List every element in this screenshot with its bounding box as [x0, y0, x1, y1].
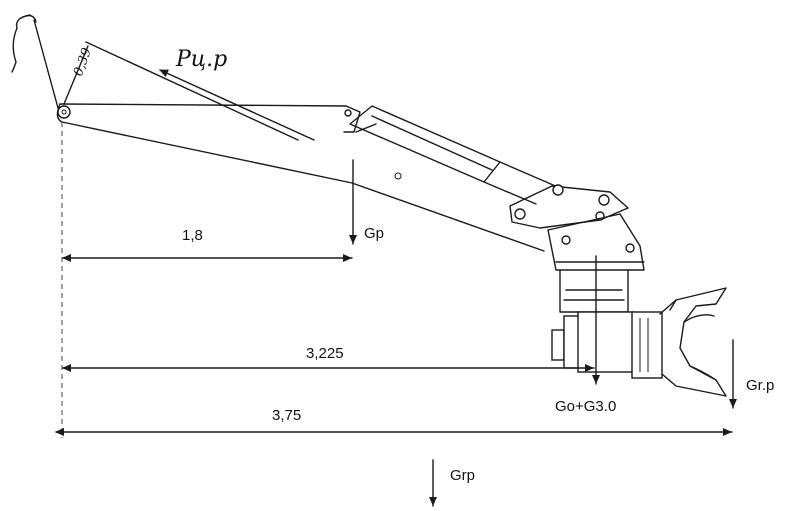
rotator-head	[551, 269, 663, 379]
label-dim-2: 3,225	[306, 345, 344, 362]
label-force-p: Pц.р	[175, 47, 227, 72]
label-dim-1: 1,8	[182, 227, 203, 244]
hydraulic-cylinder	[349, 105, 561, 205]
label-dim-3: 3,75	[272, 407, 301, 424]
label-go-g3o: Go+G3.0	[555, 398, 616, 415]
grapple	[659, 287, 727, 397]
boom-arm	[56, 103, 545, 252]
label-gr-p: Gr.p	[746, 377, 774, 394]
left-bracket	[11, 14, 37, 73]
boom-linkage	[509, 184, 645, 271]
label-gp: Gp	[364, 225, 384, 242]
label-grp: Grp	[450, 467, 475, 484]
label-angle: 0,39	[71, 46, 95, 78]
angle-lines	[33, 19, 299, 141]
